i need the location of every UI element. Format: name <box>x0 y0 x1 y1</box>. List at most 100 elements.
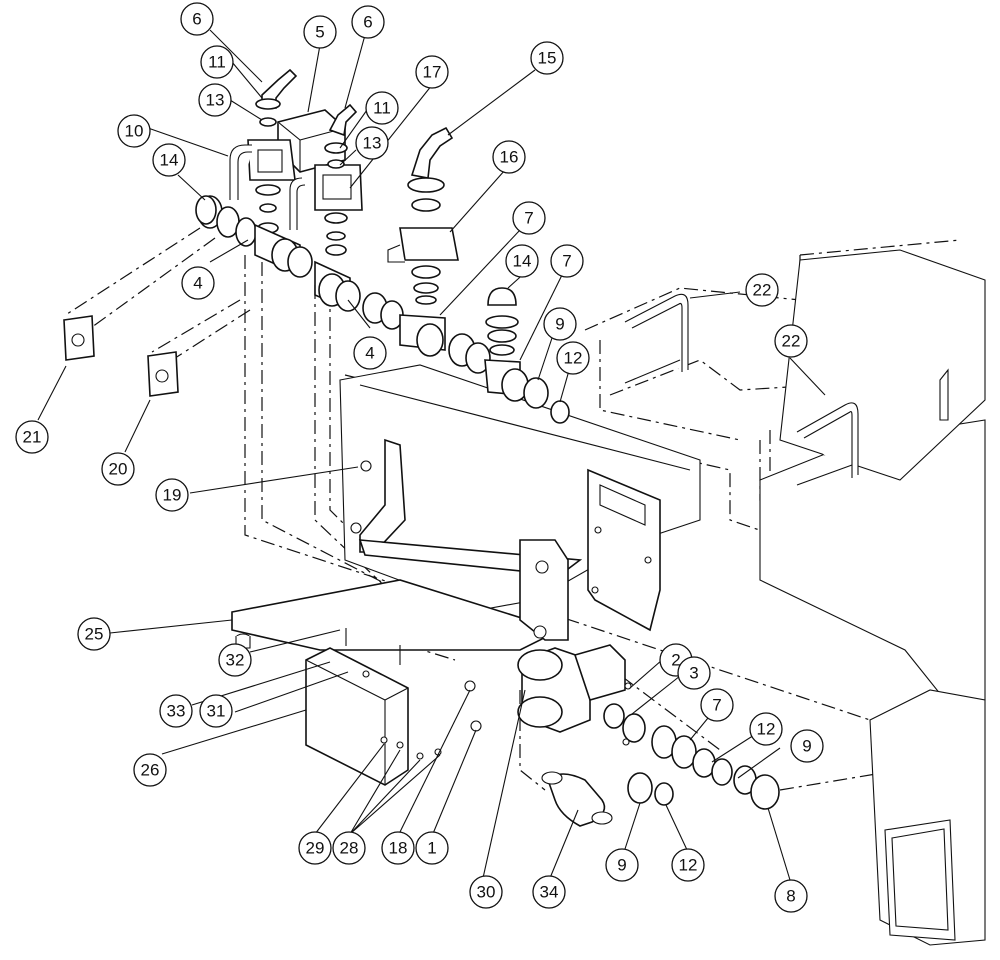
u-tube-22-lower <box>796 402 859 486</box>
balloon-label: 7 <box>524 209 533 228</box>
balloon-label: 5 <box>315 23 324 42</box>
callout-balloon: 30 <box>469 875 503 909</box>
balloon-label: 14 <box>513 252 532 271</box>
callout-balloon: 12 <box>749 712 783 746</box>
balloon-label: 12 <box>757 720 776 739</box>
balloon-label: 17 <box>423 63 442 82</box>
balloon-label: 6 <box>363 13 372 32</box>
callout-balloon: 16 <box>492 140 526 174</box>
balloon-label: 13 <box>206 91 225 110</box>
callout-balloon: 28 <box>332 831 366 865</box>
callout-balloon: 6 <box>351 5 385 39</box>
callout-balloon: 3 <box>677 656 711 690</box>
balloon-label: 7 <box>562 252 571 271</box>
callout-balloon: 9 <box>790 729 824 763</box>
seal-ring-14 <box>195 195 217 225</box>
balloon-label: 8 <box>786 887 795 906</box>
balloon-label: 14 <box>160 151 179 170</box>
flange-20 <box>147 351 179 397</box>
balloon-label: 9 <box>802 737 811 756</box>
flange-21 <box>63 315 95 361</box>
balloon-label: 31 <box>207 702 226 721</box>
fitting-3 <box>603 703 646 743</box>
balloon-label: 16 <box>500 148 519 167</box>
balloon-label: 30 <box>477 883 496 902</box>
callout-balloon: 19 <box>155 478 189 512</box>
end-bracket-plate <box>587 468 661 632</box>
callout-balloon: 22 <box>774 324 808 358</box>
callout-balloon: 9 <box>605 848 639 882</box>
callout-balloon: 5 <box>303 15 337 49</box>
balloon-label: 19 <box>163 486 182 505</box>
tee-fitting-7b <box>448 333 570 424</box>
balloon-label: 32 <box>226 651 245 670</box>
callout-balloon: 12 <box>671 848 705 882</box>
balloon-label: 4 <box>193 274 202 293</box>
pipe-run-upper <box>197 195 361 312</box>
balloon-label: 29 <box>306 839 325 858</box>
balloon-label: 22 <box>753 281 772 300</box>
callout-balloon: 20 <box>101 452 135 486</box>
callout-balloon: 4 <box>181 266 215 300</box>
left-seal-stack <box>255 98 281 234</box>
cover-plate-26 <box>305 647 409 786</box>
balloon-label: 3 <box>689 664 698 683</box>
callout-balloon: 18 <box>381 831 415 865</box>
callout-balloon: 1 <box>415 831 449 865</box>
balloon-label: 21 <box>23 428 42 447</box>
mounting-plate-25 <box>231 579 563 651</box>
side-bracket <box>519 539 569 641</box>
u-tube-10 <box>229 144 306 230</box>
callout-balloon: 22 <box>745 273 779 307</box>
balloon-label: 12 <box>564 349 583 368</box>
callout-balloon: 7 <box>512 201 546 235</box>
callout-balloon: 9 <box>543 307 577 341</box>
balloon-label: 18 <box>389 839 408 858</box>
callout-balloon: 15 <box>530 41 564 75</box>
balloon-label: 13 <box>363 134 382 153</box>
callout-balloon: 33 <box>159 694 193 728</box>
tee-fitting-7 <box>362 292 446 357</box>
callout-balloon: 29 <box>298 831 332 865</box>
balloon-label: 26 <box>141 761 160 780</box>
callout-balloon: 12 <box>556 341 590 375</box>
callout-balloons: 6 5 6 11 13 11 13 17 15 10 14 16 7 14 7 … <box>15 2 824 913</box>
callout-balloon: 8 <box>774 879 808 913</box>
balloon-label: 15 <box>538 49 557 68</box>
valve-body-right <box>314 164 363 211</box>
seal-9-lower <box>627 772 674 806</box>
callout-balloon: 31 <box>199 694 233 728</box>
callout-balloon: 10 <box>117 114 151 148</box>
balloon-label: 25 <box>85 625 104 644</box>
callout-balloon: 13 <box>198 83 232 117</box>
balloon-label: 4 <box>365 344 374 363</box>
callout-balloon: 7 <box>700 688 734 722</box>
balloon-label: 7 <box>712 696 721 715</box>
balloon-label: 11 <box>373 99 391 118</box>
balloon-label: 28 <box>340 839 359 858</box>
balloon-label: 2 <box>671 651 680 670</box>
balloon-label: 20 <box>109 460 128 479</box>
callout-balloon: 25 <box>77 617 111 651</box>
balloon-label: 9 <box>555 315 564 334</box>
callout-balloon: 17 <box>415 55 449 89</box>
elbow-fitting-15 <box>410 126 454 179</box>
pump-body-30 <box>517 644 626 733</box>
balloon-label: 22 <box>782 332 801 351</box>
callout-balloon: 26 <box>133 753 167 787</box>
valve-body-16 <box>387 177 459 305</box>
dome-cap-14 <box>485 287 519 356</box>
callout-balloon: 32 <box>218 643 252 677</box>
valve-body-left <box>247 139 296 181</box>
balloon-label: 34 <box>540 883 559 902</box>
callout-balloon: 7 <box>550 244 584 278</box>
callout-balloon: 11 <box>365 91 399 125</box>
balloon-label: 6 <box>192 10 201 29</box>
balloon-label: 12 <box>679 856 698 875</box>
callout-balloon: 4 <box>353 336 387 370</box>
callout-balloon: 21 <box>15 420 49 454</box>
callout-balloon: 14 <box>505 244 539 278</box>
callout-balloon: 14 <box>152 143 186 177</box>
